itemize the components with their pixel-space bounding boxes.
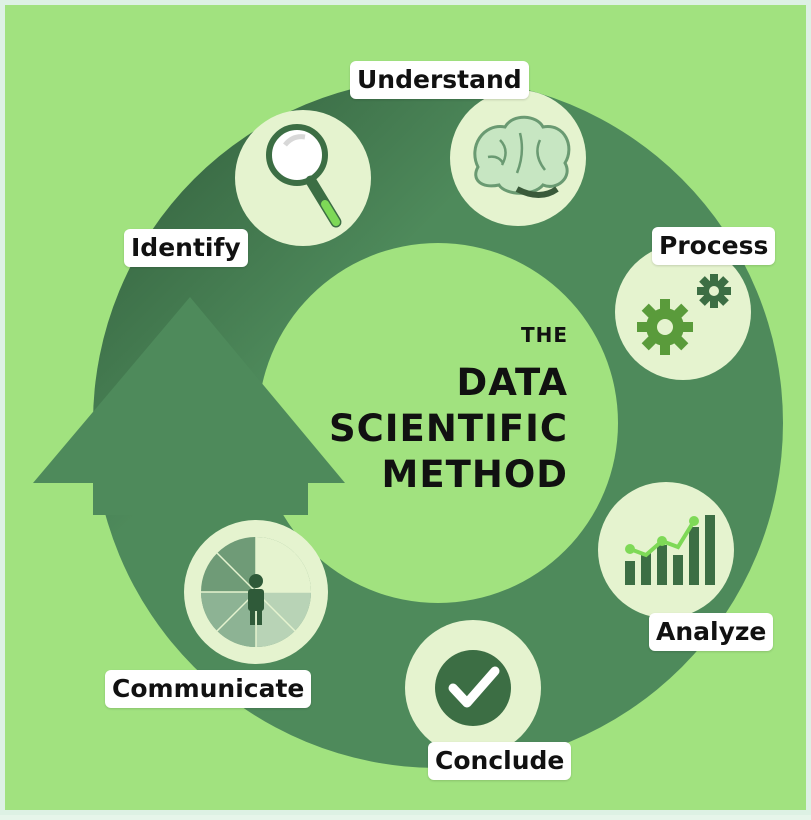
- step-label-process: Process: [652, 227, 776, 265]
- cycle-arrow-shaft: [93, 475, 308, 515]
- cycle-diagram: [33, 78, 783, 768]
- magnifying-glass-icon: [235, 110, 371, 246]
- title-line-1: DATA: [456, 361, 568, 404]
- gears-icon: [615, 244, 751, 380]
- title-prefix: THE: [520, 323, 568, 347]
- checkmark-icon: [405, 620, 541, 756]
- cycle-arrow-head: [33, 297, 345, 483]
- center-circle: [258, 243, 618, 603]
- step-label-communicate: Communicate: [105, 670, 312, 708]
- step-label-understand: Understand: [350, 61, 529, 99]
- bar-chart-icon: [598, 482, 734, 618]
- title-line-3: METHOD: [381, 453, 568, 496]
- step-label-conclude: Conclude: [428, 742, 572, 780]
- brain-icon: [450, 90, 586, 226]
- title-line-2: SCIENTIFIC: [328, 407, 568, 450]
- step-label-analyze: Analyze: [649, 613, 774, 651]
- step-label-identify: Identify: [124, 229, 248, 267]
- person-radial-icon: [184, 520, 328, 664]
